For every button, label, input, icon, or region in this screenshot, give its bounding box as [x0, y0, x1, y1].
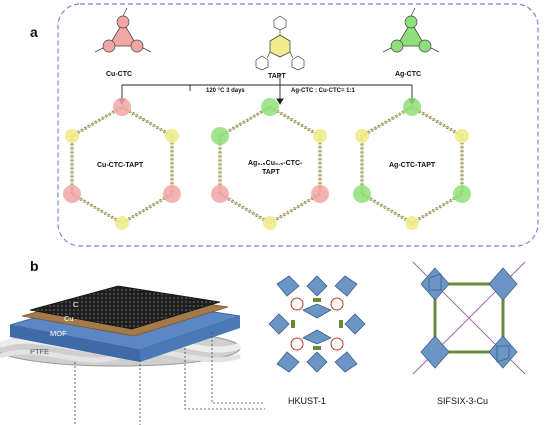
panel-a-frame — [57, 3, 539, 247]
cu-ctc-tapt-framework — [63, 98, 181, 230]
panel-b-letter: b — [30, 258, 39, 274]
layer-label-mof: MOF — [50, 329, 67, 338]
ag-cu-ctc-tapt-framework — [211, 98, 329, 230]
layer-label-ptfe: PTFE — [30, 347, 50, 356]
ag-ctc-tapt-framework — [353, 98, 471, 230]
sifsix-3-cu-label: SIFSIX-3-Cu — [437, 396, 489, 406]
tapt-molecule — [255, 15, 305, 71]
ag-cu-ctc-tapt-label-line2: TAPT — [262, 169, 280, 176]
ag-ctc-tapt-label: Ag-CTC-TAPT — [389, 162, 436, 169]
pointer-lines — [74, 332, 265, 425]
cu-ctc-tapt-label: Cu-CTC-TAPT — [97, 162, 144, 169]
sifsix-3-cu-structure — [412, 261, 526, 375]
ratio-note: Ag-CTC : Cu-CTC= 1:1 — [291, 88, 355, 94]
panel-a-letter: a — [30, 24, 38, 40]
ag-cu-ctc-tapt-label-line1: Ag₀.₅Cu₀.₅-CTC- — [248, 160, 303, 167]
reaction-conditions: 120 °C 3 days — [206, 88, 245, 94]
layer-label-c: C — [73, 300, 79, 309]
ag-ctc-molecule — [382, 7, 440, 53]
tapt-label: TAPT — [268, 73, 286, 80]
layer-label-cu: Cu — [64, 314, 74, 323]
hkust-1-structure — [268, 275, 366, 373]
cu-ctc-molecule — [94, 7, 152, 53]
ag-ctc-label: Ag-CTC — [395, 71, 422, 78]
hkust-1-label: HKUST-1 — [288, 396, 327, 406]
carbon-layer — [29, 285, 221, 330]
cu-ctc-label: Cu-CTC — [106, 71, 133, 78]
